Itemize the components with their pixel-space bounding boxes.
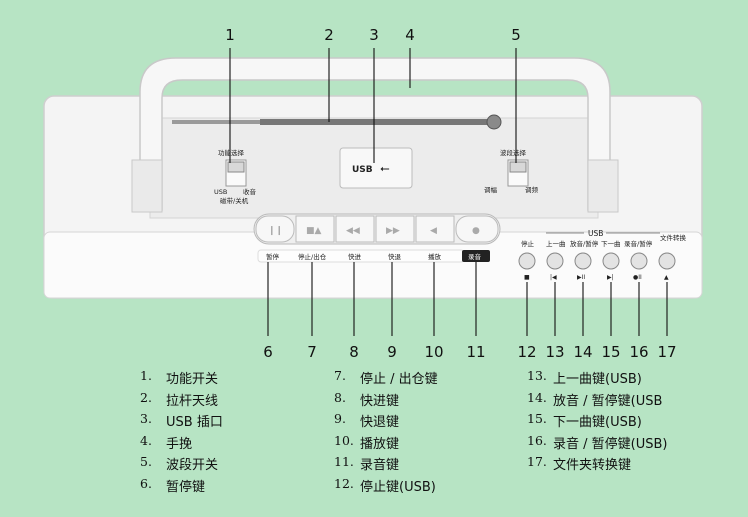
- legend-item: 13.上一曲键(USB): [527, 368, 642, 387]
- band-opt-am: 调幅: [484, 185, 498, 194]
- usb-rec-pause-icon: ●II: [633, 274, 642, 281]
- usb-label-folder: 文件转换: [660, 233, 687, 242]
- usb-key-play-pause[interactable]: [574, 252, 592, 270]
- function-switch-label: 功能选择: [218, 148, 245, 157]
- legend-item: 12.停止键(USB): [334, 475, 436, 495]
- function-opt-radio: 收音: [243, 187, 257, 196]
- callout-16: 16: [629, 343, 649, 361]
- band-switch-knob: [509, 161, 527, 173]
- usb-play-pause-icon: ▶II: [577, 274, 585, 281]
- ffwd-icon: ◀◀: [346, 226, 360, 236]
- handle-foot-left: [131, 159, 163, 213]
- band-switch-label: 波段选择: [500, 148, 527, 157]
- tape-key-rewind[interactable]: [375, 215, 415, 243]
- legend-column-2: 7.停止 / 出仓键 8.快进键 9.快退键 10.播放键 11.录音键 12.…: [334, 368, 438, 498]
- legend-item: 15.下一曲键(USB): [527, 411, 642, 431]
- tape-key-stop-eject[interactable]: [295, 215, 335, 243]
- play-icon: ◀: [430, 226, 437, 236]
- callout-17: 17: [657, 343, 677, 361]
- callout-3: 3: [369, 26, 379, 44]
- usb-stop-icon: ■: [524, 274, 530, 281]
- callout-10: 10: [424, 343, 444, 361]
- tape-key-record[interactable]: [455, 215, 499, 243]
- usb-key-rec-pause[interactable]: [630, 252, 648, 270]
- usb-symbol-icon: ⭠: [380, 161, 390, 175]
- legend-column-1: 1.功能开关 2.拉杆天线 3.USB 插口 4.手挽 5.波段开关 6.暂停键: [140, 368, 223, 498]
- legend-item: 2.拉杆天线: [140, 389, 219, 409]
- callout-7: 7: [307, 343, 317, 361]
- usb-label-rec-pause: 录音/暂停: [624, 239, 653, 248]
- band-opt-fm: 调频: [525, 185, 539, 194]
- antenna-pivot: [486, 114, 502, 130]
- tape-key-play[interactable]: [415, 215, 455, 243]
- callout-2: 2: [324, 26, 334, 44]
- usb-group-label: USB: [588, 229, 603, 238]
- record-icon: ●: [472, 226, 480, 236]
- tape-label-stop-eject: 停止/出仓: [298, 252, 327, 261]
- function-switch-knob: [227, 161, 245, 173]
- handle-foot-right: [587, 159, 619, 213]
- usb-port-label: USB: [352, 165, 373, 175]
- legend-item: 6.暂停键: [140, 475, 206, 495]
- callout-5: 5: [511, 26, 521, 44]
- usb-folder-icon: ▲: [664, 274, 669, 281]
- callout-13: 13: [545, 343, 565, 361]
- usb-key-folder[interactable]: [658, 252, 676, 270]
- legend-item: 14.放音 / 暂停键(USB: [527, 389, 663, 409]
- callout-6: 6: [263, 343, 273, 361]
- legend-column-3: 13.上一曲键(USB) 14.放音 / 暂停键(USB 15.下一曲键(USB…: [527, 368, 667, 476]
- callout-9: 9: [387, 343, 397, 361]
- tape-key-pause[interactable]: [255, 215, 295, 243]
- usb-key-stop[interactable]: [518, 252, 536, 270]
- usb-prev-icon: |◀: [550, 274, 557, 281]
- rewind-icon: ▶▶: [386, 226, 400, 236]
- leader-lines: [229, 48, 668, 336]
- legend-item: 16.录音 / 暂停键(USB): [527, 432, 668, 452]
- usb-label-prev: 上一曲: [546, 239, 566, 248]
- usb-label-stop: 停止: [521, 239, 535, 248]
- legend-item: 7.停止 / 出仓键: [334, 368, 438, 387]
- usb-key-prev[interactable]: [546, 252, 564, 270]
- pause-icon: ❙❙: [268, 226, 283, 236]
- legend-item: 11.录音键: [334, 454, 400, 474]
- tape-label-pause: 暂停: [266, 252, 280, 261]
- callout-8: 8: [349, 343, 359, 361]
- legend-item: 9.快退键: [334, 411, 400, 431]
- usb-label-play-pause: 放音/暂停: [570, 239, 599, 248]
- tape-label-ffwd: 快进: [348, 252, 362, 261]
- usb-key-next[interactable]: [602, 252, 620, 270]
- legend-item: 1.功能开关: [140, 368, 219, 387]
- legend-item: 8.快进键: [334, 389, 400, 409]
- tape-keys: ❙❙ ■▲ ◀◀ ▶▶ ◀ ●: [255, 215, 499, 243]
- tape-label-record: 录音: [468, 252, 482, 261]
- legend-item: 4.手挽: [140, 432, 193, 452]
- tape-label-play: 播放: [428, 252, 442, 261]
- function-opt-tape: 磁带/关机: [220, 196, 249, 205]
- usb-label-next: 下一曲: [601, 239, 621, 248]
- callout-1: 1: [225, 26, 235, 44]
- tape-label-rewind: 快退: [388, 252, 402, 261]
- legend-item: 3.USB 插口: [140, 411, 223, 431]
- callout-14: 14: [573, 343, 593, 361]
- callout-4: 4: [405, 26, 415, 44]
- legend-item: 5.波段开关: [140, 454, 219, 474]
- usb-port-cover: [339, 147, 413, 189]
- function-opt-usb: USB: [214, 188, 227, 196]
- callout-12: 12: [517, 343, 537, 361]
- record-label-box: [462, 250, 490, 262]
- usb-keys: [518, 252, 676, 270]
- usb-next-icon: ▶|: [607, 274, 614, 281]
- legend-item: 17.文件夹转换键: [527, 454, 632, 474]
- legend-item: 10.播放键: [334, 432, 400, 452]
- callout-11: 11: [466, 343, 486, 361]
- tape-key-ffwd[interactable]: [335, 215, 375, 243]
- callout-15: 15: [601, 343, 621, 361]
- stop-eject-icon: ■▲: [306, 226, 322, 236]
